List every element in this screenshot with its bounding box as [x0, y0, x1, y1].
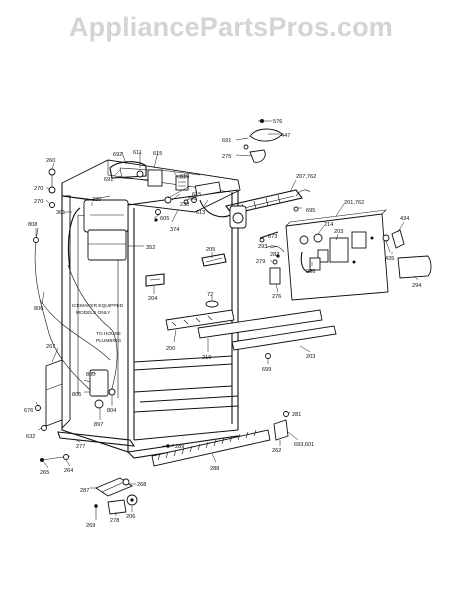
label-288: 288: [210, 466, 219, 472]
label-260: 260: [187, 196, 196, 202]
bottom-parts: [94, 411, 289, 516]
label-279: 279: [256, 259, 265, 265]
label-352: 352: [146, 245, 155, 251]
label-699: 699: [262, 367, 271, 373]
label-691: 691: [222, 138, 231, 144]
label-613: 613: [196, 210, 205, 216]
label-611: 611: [133, 150, 142, 156]
label-805: 805: [72, 392, 81, 398]
label-897: 897: [94, 422, 103, 428]
label-270: 270: [34, 186, 43, 192]
water-supply-line: [33, 227, 118, 396]
label-219: 219: [202, 355, 211, 361]
label-287: 287: [80, 488, 89, 494]
label-262: 262: [272, 448, 281, 454]
water-valve-assembly: [48, 168, 129, 271]
label-264: 264: [64, 468, 73, 474]
label-265: 265: [40, 470, 49, 476]
label-281: 281: [292, 412, 301, 418]
label-615-b: 615: [192, 192, 201, 198]
label-632: 632: [26, 434, 35, 440]
label-693-601: 693,601: [294, 442, 314, 448]
label-230: 230: [180, 202, 189, 208]
label-270-b: 270: [34, 199, 43, 205]
fan-bracket: [225, 189, 311, 229]
note-plumbing-line1: TO HOUSE: [96, 331, 121, 337]
leader-lines: [35, 120, 419, 520]
label-576: 576: [273, 119, 282, 125]
label-275: 275: [222, 154, 231, 160]
label-296: 296: [306, 269, 315, 275]
label-676: 676: [24, 408, 33, 414]
note-icemaker-line1: ICEMAKER EQUIPPED: [72, 303, 124, 309]
label-804: 804: [107, 408, 116, 414]
label-214: 214: [324, 222, 333, 228]
label-294: 294: [412, 283, 421, 289]
note-plumbing-line2: PLUMBING: [96, 338, 121, 344]
label-615: 615: [153, 151, 162, 157]
control-panel: [259, 209, 432, 301]
interior-parts: [145, 253, 337, 359]
diagram-notes: ICEMAKER EQUIPPED MODELS ONLY TO HOUSE P…: [72, 303, 124, 344]
label-277: 277: [76, 444, 85, 450]
label-435: 435: [385, 256, 394, 262]
label-282: 282: [270, 252, 279, 258]
label-204: 204: [148, 296, 157, 302]
label-692: 692: [113, 152, 122, 158]
label-203: 203: [334, 229, 343, 235]
label-374: 374: [170, 227, 179, 233]
label-808: 808: [28, 222, 37, 228]
label-268: 268: [137, 482, 146, 488]
label-806: 806: [34, 306, 43, 312]
top-right-cover: [243, 119, 283, 163]
label-203-b: 203: [306, 354, 315, 360]
label-201-762: 201,762: [344, 200, 364, 206]
label-605: 605: [160, 216, 169, 222]
label-260-b: 260: [46, 158, 55, 164]
label-269: 269: [86, 523, 95, 529]
label-267: 267: [46, 344, 55, 350]
label-289: 289: [175, 444, 184, 450]
part-labels: 576 447 691 275 692 611 615 691 610 260 …: [24, 119, 421, 529]
label-207-762: 207,762: [296, 174, 316, 180]
top-controls: [109, 161, 237, 222]
label-320: 320: [92, 197, 101, 203]
label-447: 447: [281, 133, 290, 139]
label-673: 673: [268, 234, 277, 240]
label-72: 72: [207, 292, 213, 298]
label-695: 695: [306, 208, 315, 214]
label-200: 200: [166, 346, 175, 352]
label-278: 278: [110, 518, 119, 524]
label-434: 434: [400, 216, 409, 222]
watermark-text: AppliancePartsPros.com: [68, 12, 393, 42]
label-293: 293: [258, 244, 267, 250]
label-276: 276: [272, 294, 281, 300]
note-icemaker-line2: MODELS ONLY: [76, 310, 111, 316]
label-800: 800: [86, 372, 95, 378]
label-691-b: 691: [104, 177, 113, 183]
label-206: 206: [126, 514, 135, 520]
lower-left-hardware: [35, 405, 136, 462]
label-361: 361: [56, 210, 65, 216]
label-205: 205: [206, 247, 215, 253]
label-610: 610: [180, 174, 189, 180]
lower-water-valve: [45, 359, 116, 427]
